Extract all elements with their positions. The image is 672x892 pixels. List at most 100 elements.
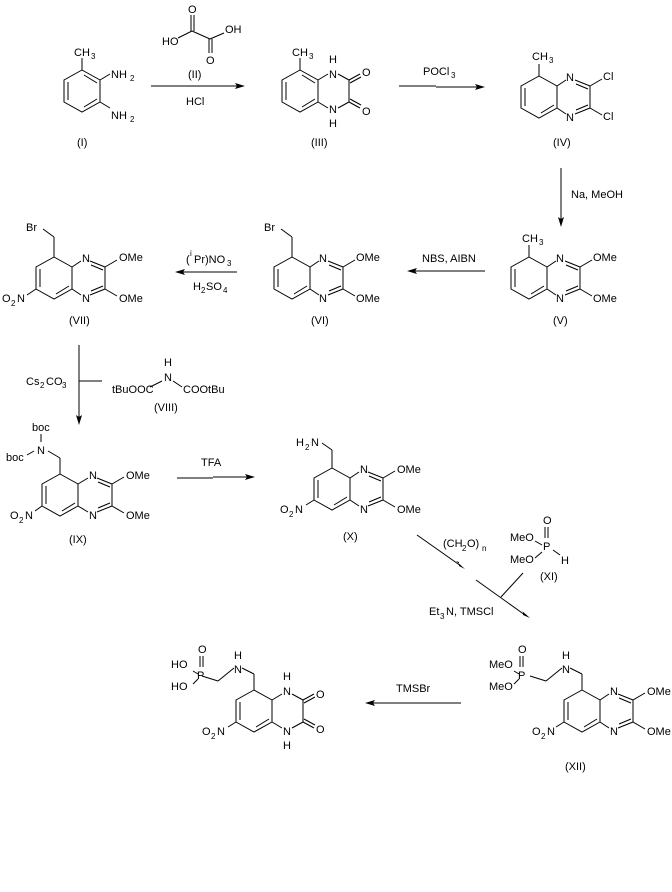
bond-line (565, 264, 579, 271)
compound-label: (IX) (69, 534, 87, 546)
arrowhead-icon (521, 610, 530, 618)
oxygen-label: O (206, 55, 215, 67)
phosphorus-label: P (197, 670, 204, 682)
amine-label: NH (111, 69, 127, 81)
bond-line (579, 259, 593, 268)
reagent-label: HCl (186, 96, 204, 108)
bond-line (500, 572, 524, 598)
bond-line (327, 288, 344, 296)
bond-line (327, 260, 344, 268)
bond-line (349, 98, 362, 106)
bond-line (342, 288, 356, 297)
bond-line (333, 496, 348, 506)
reagent-label: Et (429, 606, 439, 618)
reaction-arrow-2: POCl 3 (399, 66, 485, 90)
bond-line (313, 467, 351, 511)
reagent-label: NBS, AIBN (422, 253, 476, 265)
reagent-label: Cs (26, 376, 40, 388)
bond-line (513, 678, 520, 685)
bond-line (317, 73, 329, 81)
hydroxyl-label: HO (171, 681, 188, 693)
bond-line (367, 471, 384, 479)
nitro-label: N (547, 726, 555, 738)
bond-line (382, 470, 396, 479)
bond-line (111, 476, 125, 485)
bond-line (556, 107, 567, 115)
oxygen-label: O (316, 689, 325, 701)
bond-line (321, 442, 333, 451)
bond-line (35, 256, 73, 300)
compound-label: (V) (553, 315, 568, 327)
bond-line (563, 689, 601, 733)
subscript: 4 (223, 286, 228, 295)
arrowhead-icon (235, 83, 245, 89)
bond-line (97, 481, 111, 488)
nitrogen-label: N (82, 293, 90, 305)
reaction-arrow-5: ( i Pr)NO 3 H 2 SO 4 (175, 249, 237, 295)
methoxy-label: OMe (356, 293, 380, 305)
bond-line (555, 721, 565, 728)
subscript: 3 (440, 612, 445, 621)
bond-line (291, 721, 304, 729)
nitrogen-label: N (319, 293, 327, 305)
bond-line (55, 285, 70, 295)
bond-line (47, 450, 61, 459)
methyl-label: CH (522, 233, 538, 245)
arrowhead-icon (175, 269, 185, 275)
compound-label: (III) (311, 137, 328, 149)
bond-line (209, 32, 225, 40)
bond-line (104, 288, 118, 297)
bond-line (632, 692, 646, 701)
bond-line (632, 721, 646, 730)
boc-ester-label: COOtBu (183, 384, 225, 396)
methyl-label: CH (74, 47, 90, 59)
methoxy-label: OMe (593, 252, 617, 264)
methoxy-label: OMe (126, 470, 150, 482)
subscript: 3 (227, 259, 232, 268)
nitro-label: O (532, 726, 541, 738)
bond-line (77, 505, 89, 513)
hydroxyl-label: OH (225, 24, 242, 36)
reagent-label: SO (206, 281, 222, 293)
hydroxyl-label: HO (162, 36, 179, 48)
hydroxyl-label: HO (171, 659, 188, 671)
bond-line (382, 499, 396, 508)
compound-label: (XII) (565, 761, 586, 773)
compound-label: (VIII) (154, 402, 178, 414)
bond-line (303, 718, 316, 726)
compound-XI: MeO MeO O P H (XI) (510, 515, 569, 583)
arrowhead-icon (76, 415, 82, 425)
reaction-arrow-8: (CH 2 O) n Et 3 N, TMSCl (416, 534, 530, 621)
subscript: 2 (211, 732, 216, 741)
bond-line (301, 98, 316, 108)
oxygen-label: O (362, 67, 371, 79)
bond-line (583, 718, 598, 728)
chlorine-label: Cl (603, 71, 613, 83)
reagent-label: (CH (443, 538, 463, 550)
nitrogen-label: N (37, 445, 45, 457)
bond-line (529, 675, 547, 682)
nitrogen-label: N (319, 253, 327, 265)
amine-label: NH (111, 110, 127, 122)
bond-line (368, 475, 382, 482)
subscript: 3 (62, 381, 67, 390)
methoxy-label: OMe (647, 726, 671, 738)
subscript: 3 (309, 52, 314, 61)
bond-line (271, 721, 283, 729)
bond-line (89, 288, 106, 296)
bond-line (281, 69, 319, 113)
hydrogen-label: H (164, 357, 172, 369)
bond-line (97, 502, 111, 509)
reagent-label: POCl (423, 66, 449, 78)
bond-line (520, 75, 558, 119)
compound-label: (II) (188, 69, 201, 81)
subscript: 2 (541, 732, 546, 741)
reaction-arrow-7: TFA (177, 457, 255, 480)
bond-line (510, 256, 548, 300)
hydrogen-label: H (283, 671, 291, 683)
amine-label: N (311, 437, 319, 449)
bond-line (201, 675, 219, 682)
nitrogen-label: N (283, 726, 291, 738)
bond-line (565, 285, 579, 292)
